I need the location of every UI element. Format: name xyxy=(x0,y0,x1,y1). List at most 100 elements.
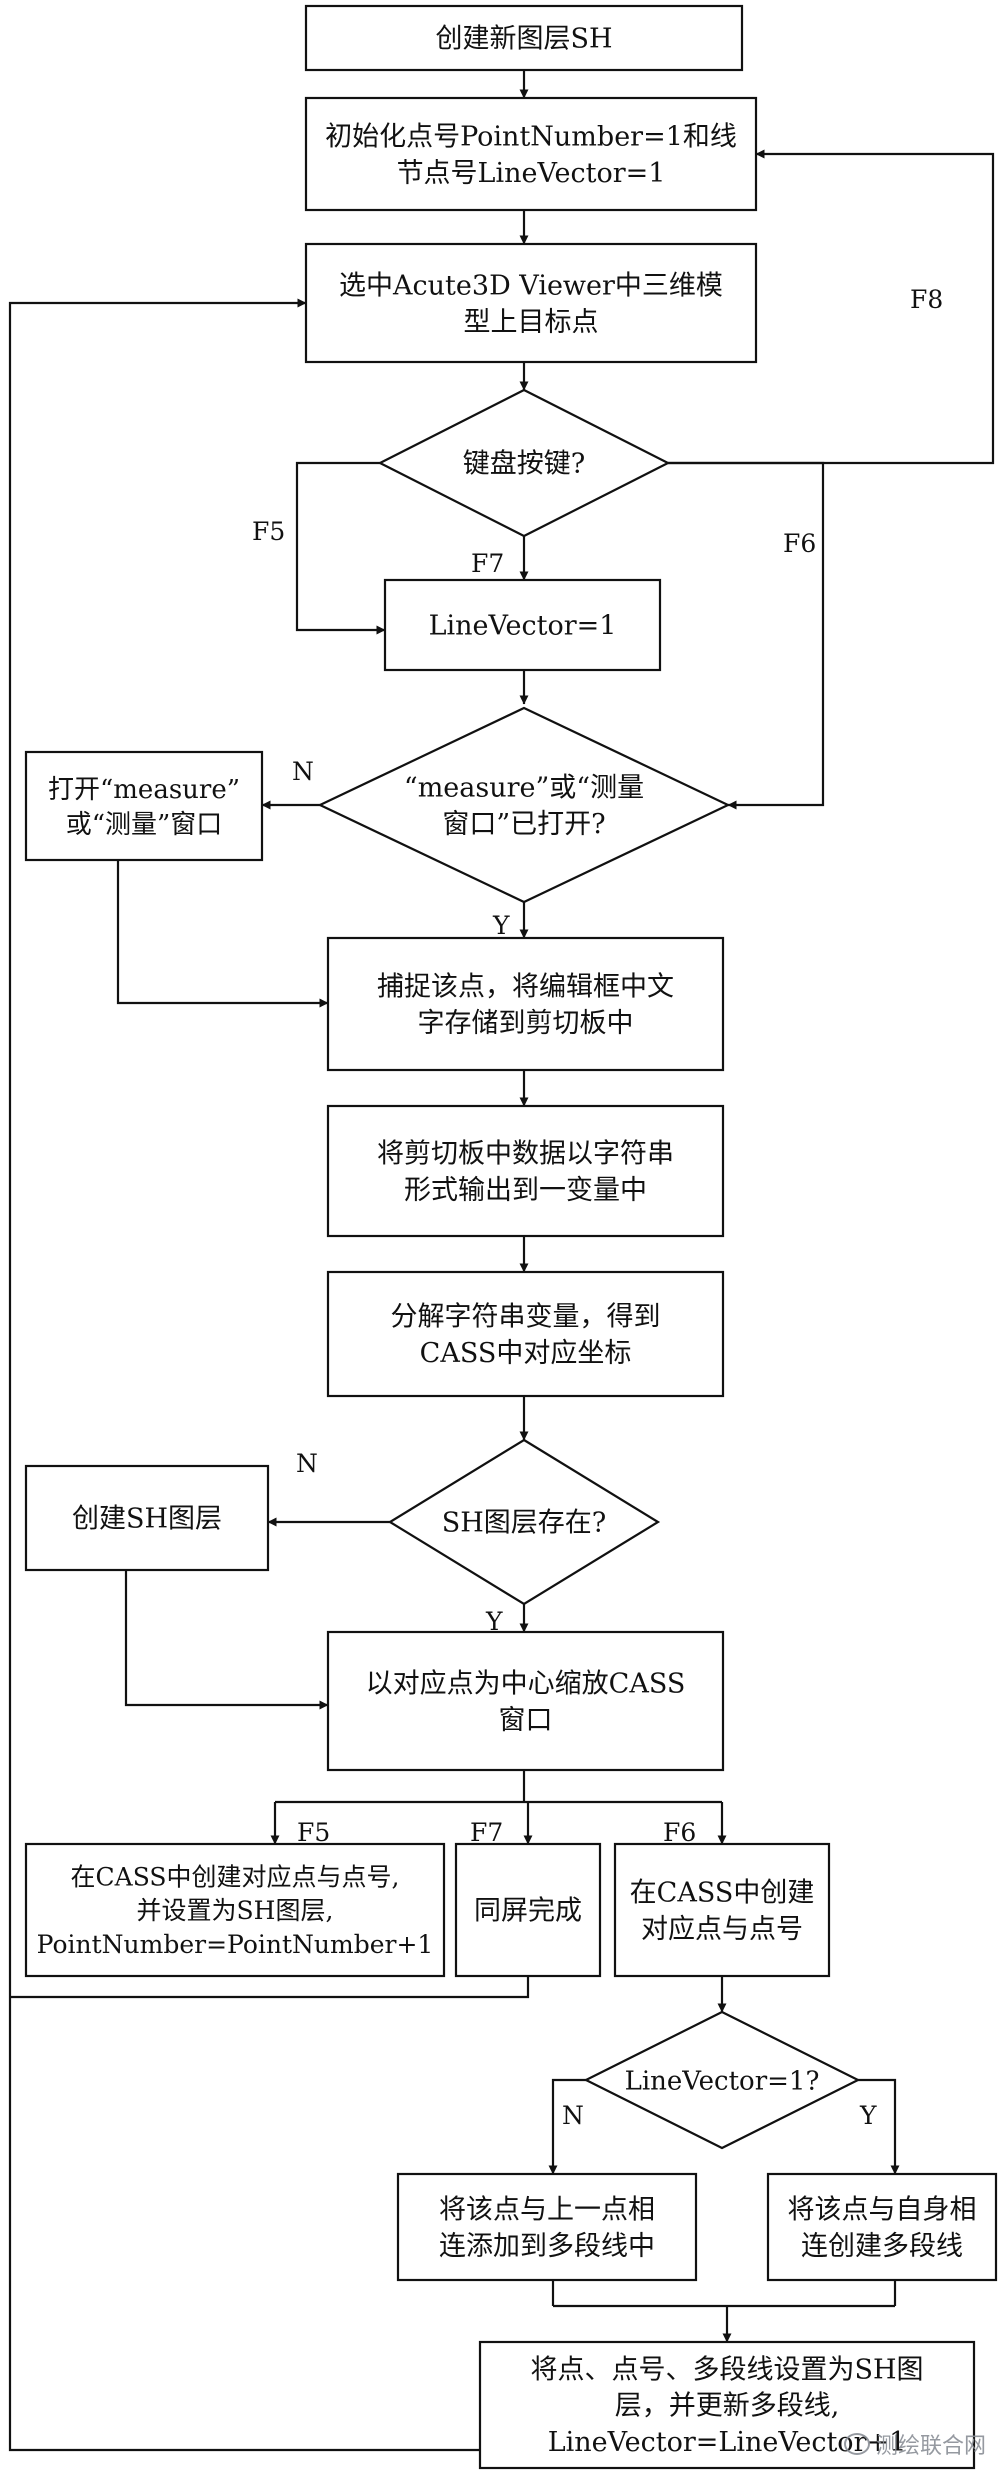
edge-label-f8: F8 xyxy=(910,285,943,314)
node-final-shape xyxy=(478,2340,976,2470)
node-open-measure-text: 或“测量”窗口 xyxy=(66,810,223,840)
node-init-text: 节点号LineVector=1 xyxy=(397,158,666,189)
node-self-polyline-shape xyxy=(766,2172,998,2282)
node-add-to-polyline-text: 将该点与上一点相 xyxy=(439,2194,655,2225)
loop-from-f7 xyxy=(10,1976,530,1999)
node-create-sh-text: 创建SH图层 xyxy=(72,1504,222,1535)
edge-label-f7-branch: F7 xyxy=(470,1818,503,1847)
node-create-sh: 创建SH图层 xyxy=(24,1464,270,1572)
edge-label-f6-right: F6 xyxy=(783,529,816,558)
node-open-measure: 打开“measure” 或“测量”窗口 xyxy=(24,750,264,862)
node-capture-shape xyxy=(326,936,725,1072)
node-parse-text: CASS中对应坐标 xyxy=(420,1338,632,1369)
node-parse-text: 分解字符串变量，得到 xyxy=(391,1301,661,1332)
node-lv-decision: LineVector=1? xyxy=(583,2010,861,2150)
node-zoom-text: 窗口 xyxy=(499,1705,553,1736)
edge-label-y-lv: Y xyxy=(859,2101,877,2130)
node-create-layer-shape xyxy=(304,4,744,72)
node-key-decision-shape xyxy=(377,388,671,538)
node-create-point-layer-text: 在CASS中创建对应点与点号, xyxy=(71,1862,400,1891)
node-create-point-text: 在CASS中创建 xyxy=(630,1877,815,1908)
node-layer-exists: SH图层存在? xyxy=(387,1438,661,1606)
edge-label-f6-branch: F6 xyxy=(663,1818,696,1847)
node-final-text: 将点、点号、多段线设置为SH图 xyxy=(530,2354,923,2385)
node-measure-open-text: “measure”或“测量 xyxy=(404,772,644,803)
node-zoom-shape xyxy=(326,1630,725,1772)
wechat-icon xyxy=(843,2433,870,2455)
node-create-point-layer: 在CASS中创建对应点与点号, 并设置为SH图层, PointNumber=Poin… xyxy=(24,1842,446,1978)
arrow-f5-to-linevector xyxy=(295,461,386,635)
connectors xyxy=(8,70,995,2452)
node-set-linevector-shape xyxy=(383,578,662,672)
watermark-text: 测绘联合网 xyxy=(875,2434,986,2459)
node-sync-done-shape xyxy=(454,1842,602,1978)
node-capture-text: 字存储到剪切板中 xyxy=(418,1008,634,1039)
node-open-measure-shape xyxy=(24,750,264,862)
node-create-layer: 创建新图层SH xyxy=(304,4,744,72)
arrow-f6-to-measure xyxy=(668,461,825,810)
node-sync-done-text: 同屏完成 xyxy=(474,1896,582,1927)
edge-label-y-layer: Y xyxy=(485,1607,503,1636)
edge-label-y-measure: Y xyxy=(492,911,510,940)
node-create-point-layer-text: 并设置为SH图层, xyxy=(137,1896,334,1925)
node-layer-exists-shape xyxy=(387,1438,661,1606)
node-select-point-text: 型上目标点 xyxy=(464,307,599,338)
node-create-point-text: 对应点与点号 xyxy=(641,1914,803,1945)
node-init-text: 初始化点号PointNumber=1和线 xyxy=(325,121,737,152)
node-select-point-text: 选中Acute3D Viewer中三维模 xyxy=(339,270,723,301)
node-create-layer-text: 创建新图层SH xyxy=(435,24,612,55)
node-set-linevector: LineVector=1 xyxy=(383,578,662,672)
arrow-loop-to-select xyxy=(8,298,480,2452)
node-output-var-shape xyxy=(326,1104,725,1238)
node-open-measure-text: 打开“measure” xyxy=(48,775,240,805)
node-measure-open-shape xyxy=(317,706,731,904)
edge-label-f7-mid: F7 xyxy=(471,549,504,578)
node-create-sh-shape xyxy=(24,1464,270,1572)
node-create-point-layer-text: PointNumber=PointNumber+1 xyxy=(37,1930,434,1959)
node-create-point-layer-shape xyxy=(24,1842,446,1978)
node-final-text: 层，并更新多段线, xyxy=(615,2391,840,2422)
arrow-create-to-zoom xyxy=(124,1570,329,1710)
node-parse-shape xyxy=(326,1270,725,1398)
node-capture-text: 捕捉该点，将编辑框中文 xyxy=(377,971,674,1002)
node-lv-decision-text: LineVector=1? xyxy=(625,2066,820,2096)
watermark: 测绘联合网 xyxy=(843,2428,986,2460)
arrow-f8-loop xyxy=(668,149,995,465)
node-layer-exists-text: SH图层存在? xyxy=(442,1508,607,1539)
node-self-polyline-text: 将该点与自身相 xyxy=(788,2194,977,2225)
node-output-var-text: 形式输出到一变量中 xyxy=(404,1175,647,1206)
node-add-to-polyline-text: 连添加到多段线中 xyxy=(439,2231,655,2262)
node-key-decision-text: 键盘按键? xyxy=(463,449,585,480)
node-measure-open-text: 窗口”已打开? xyxy=(442,809,605,840)
node-zoom-text: 以对应点为中心缩放CASS xyxy=(366,1668,686,1699)
arrow-lv-no xyxy=(548,2078,588,2175)
node-lv-decision-shape xyxy=(583,2010,861,2150)
node-create-point: 在CASS中创建对应点与点号 xyxy=(613,1842,831,1978)
node-key-decision: 键盘按键? xyxy=(377,388,671,538)
edge-label-f5-branch: F5 xyxy=(297,1818,330,1847)
node-self-polyline-text: 连创建多段线 xyxy=(801,2231,963,2262)
node-create-point-shape xyxy=(613,1842,831,1978)
node-set-linevector-text: LineVector=1 xyxy=(429,611,617,642)
edge-label-n-measure: N xyxy=(292,757,314,786)
edge-label-n-layer: N xyxy=(296,1449,318,1478)
node-sync-done: 同屏完成 xyxy=(454,1842,602,1978)
arrow-open-to-capture xyxy=(116,860,329,1008)
node-parse: 分解字符串变量，得到 CASS中对应坐标 xyxy=(326,1270,725,1398)
node-select-point-shape xyxy=(304,242,758,364)
edge-label-n-lv: N xyxy=(562,2101,584,2130)
node-init-shape xyxy=(304,96,758,212)
node-add-to-polyline-shape xyxy=(396,2172,698,2282)
node-zoom: 以对应点为中心缩放CASS 窗口 xyxy=(326,1630,725,1772)
arrow-lv-yes xyxy=(856,2078,900,2175)
edge-label-f5-left: F5 xyxy=(252,517,285,546)
node-output-var-text: 将剪切板中数据以字符串 xyxy=(377,1138,674,1169)
